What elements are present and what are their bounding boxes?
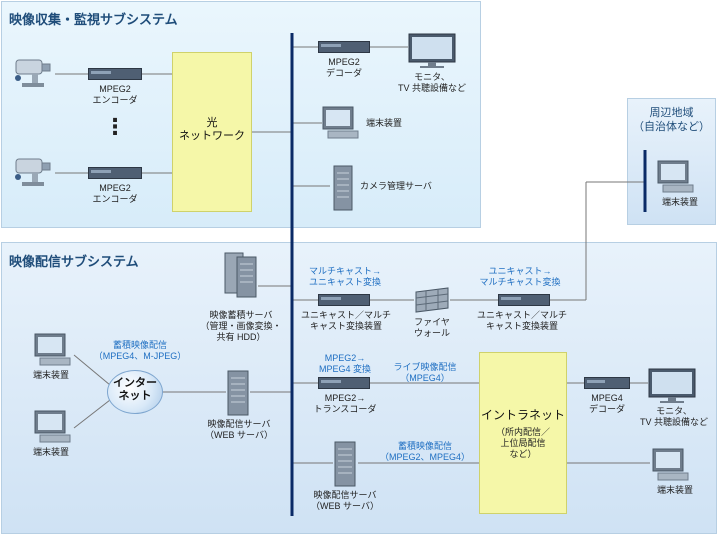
storage-server-label-b: （管理・画像変換・ bbox=[200, 321, 282, 331]
live-delivery-note-a: ライブ映像配信 bbox=[393, 362, 457, 372]
storage-server-label-a: 映像蓄積サーバ bbox=[209, 310, 273, 320]
terminal-bottom-right-label: 端末装置 bbox=[656, 485, 693, 495]
terminal-icon bbox=[34, 333, 71, 366]
monitor-top-label-b: TV 共聴設備など bbox=[397, 83, 466, 93]
terminal-top-label: 端末装置 bbox=[366, 118, 403, 128]
internet-label-2: ネット bbox=[118, 390, 152, 402]
transcoder-icon bbox=[318, 377, 370, 389]
intranet-label-1: イントラネット bbox=[480, 408, 565, 422]
region-title-1: 周辺地域 bbox=[649, 107, 694, 119]
monitor-icon bbox=[648, 368, 696, 403]
intranet-label-4: など） bbox=[509, 449, 537, 459]
terminal-icon bbox=[652, 448, 689, 481]
decoder-icon bbox=[318, 41, 370, 53]
encoder-2-label-a: MPEG2 bbox=[99, 183, 131, 193]
internet-label: インターネット bbox=[107, 377, 163, 403]
intranet-label-2: （所内配信／ bbox=[495, 427, 550, 437]
collection-subsystem-title: 映像収集・監視サブシステム bbox=[9, 12, 178, 27]
web-server-icon bbox=[334, 441, 356, 487]
storage-server-icon bbox=[224, 252, 257, 298]
terminal-icon bbox=[657, 160, 694, 193]
terminal-left-2-label: 端末装置 bbox=[32, 447, 69, 457]
transcode-note-a: MPEG2→ bbox=[324, 353, 366, 363]
multicast-device-label-b: キャスト変換装置 bbox=[309, 321, 382, 331]
encoder-icon bbox=[88, 167, 142, 179]
multicast-conv-note-b: ユニキャスト変換 bbox=[308, 277, 381, 287]
web-server-left-label-b: （WEB サーバ） bbox=[205, 430, 273, 440]
intranet-label-3: 上位局配信 bbox=[500, 438, 546, 448]
camera-icon bbox=[15, 59, 51, 87]
stored-delivery-note-b: （MPEG4、M-JPEG） bbox=[93, 351, 187, 361]
optical-network-label-2: ネットワーク bbox=[179, 130, 245, 142]
region-title-2: （自治体など） bbox=[633, 121, 710, 133]
encoder-2-label-b: エンコーダ bbox=[92, 194, 138, 204]
terminal-icon bbox=[34, 410, 71, 443]
decoder-label-b: デコーダ bbox=[325, 68, 362, 78]
decoder-label-a: MPEG2 bbox=[328, 57, 360, 67]
camera-server-icon bbox=[333, 165, 353, 211]
multicast-conv-note-a: マルチキャスト→ bbox=[308, 266, 381, 276]
web-server-icon bbox=[227, 370, 249, 416]
stored-delivery-note-a: 蓄積映像配信 bbox=[112, 340, 167, 350]
web-server-bottom-label-b: （WEB サーバ） bbox=[311, 501, 379, 511]
camera-icon bbox=[15, 158, 51, 186]
firewall-label-a: ファイヤ bbox=[414, 317, 450, 327]
optical-network-label-1: 光 bbox=[206, 117, 218, 129]
firewall-icon bbox=[415, 287, 449, 313]
multicast-converter-icon bbox=[318, 294, 370, 306]
unicast-conv-note-a: ユニキャスト→ bbox=[488, 266, 552, 276]
storage-server-label-c: 共有 HDD） bbox=[216, 332, 266, 342]
encoder-icon bbox=[88, 68, 142, 80]
web-server-left-label-a: 映像配信サーバ bbox=[207, 419, 271, 429]
transcoder-label-b: トランスコーダ bbox=[313, 404, 377, 414]
terminal-icon bbox=[322, 106, 359, 139]
monitor-bottom-label-a: モニタ、 bbox=[656, 406, 692, 416]
encoder-1-label-a: MPEG2 bbox=[99, 84, 131, 94]
multicast-device-label-a: ユニキャスト／マルチ bbox=[300, 310, 391, 320]
terminal-region-label: 端末装置 bbox=[661, 197, 698, 207]
transcode-note-b: MPEG4 変換 bbox=[318, 364, 371, 374]
unicast-device-label-b: キャスト変換装置 bbox=[485, 321, 558, 331]
camera-server-label: カメラ管理サーバ bbox=[360, 181, 432, 191]
stored2-delivery-note-b: （MPEG2、MPEG4） bbox=[379, 452, 471, 462]
mpeg4-decoder-label-b: デコーダ bbox=[588, 404, 625, 414]
firewall-label-b: ウォール bbox=[413, 328, 450, 338]
monitor-bottom-label-b: TV 共聴設備など bbox=[639, 417, 708, 427]
transcoder-label-a: MPEG2→ bbox=[324, 393, 366, 403]
intranet-box bbox=[479, 352, 567, 514]
distribution-subsystem-title: 映像配信サブシステム bbox=[9, 254, 139, 269]
stored2-delivery-note-a: 蓄積映像配信 bbox=[397, 441, 452, 451]
ellipsis: ⋮ bbox=[104, 114, 126, 139]
monitor-top-label-a: モニタ、 bbox=[414, 72, 450, 82]
unicast-conv-note-b: マルチキャスト変換 bbox=[479, 277, 561, 287]
unicast-device-label-a: ユニキャスト／マルチ bbox=[476, 310, 567, 320]
monitor-icon bbox=[408, 33, 456, 68]
mpeg4-decoder-icon bbox=[584, 377, 630, 389]
internet-cloud bbox=[107, 370, 163, 414]
mpeg4-decoder-label-a: MPEG4 bbox=[591, 393, 623, 403]
live-delivery-note-b: （MPEG4） bbox=[400, 373, 450, 383]
encoder-1-label-b: エンコーダ bbox=[92, 95, 138, 105]
unicast-converter-icon bbox=[498, 294, 550, 306]
internet-label-1: インター bbox=[113, 377, 157, 389]
terminal-left-1-label: 端末装置 bbox=[32, 370, 69, 380]
web-server-bottom-label-a: 映像配信サーバ bbox=[313, 490, 377, 500]
optical-network-box bbox=[172, 52, 252, 212]
